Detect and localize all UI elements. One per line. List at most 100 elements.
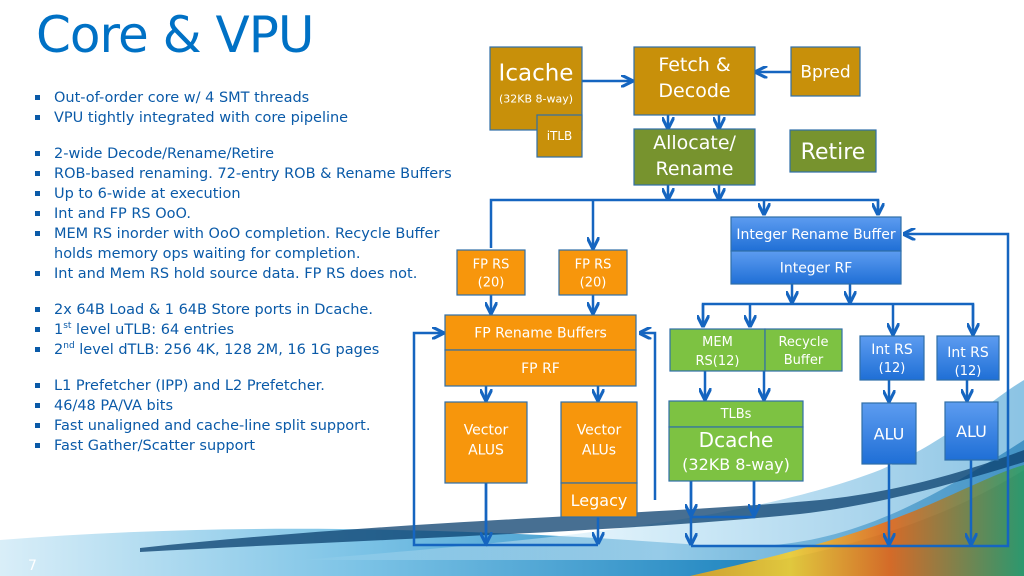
pipeline-blocks: Icache (32KB 8-way) iTLB Fetch &Decode Bpred… (444, 46, 1000, 518)
int-rs-2-block-label: (12) (955, 364, 982, 379)
dcache-block-label: Dcache (699, 428, 774, 452)
bpred-block-shape (790, 46, 861, 97)
fp-rf-block-shape (444, 349, 637, 387)
bullet-item: 2-wide Decode/Rename/Retire (34, 144, 454, 164)
fp-rs-2-block-shape (558, 249, 628, 296)
fp-rs-1-block-label: (20) (478, 276, 505, 291)
int-writeback-loop (691, 234, 1010, 548)
allocate-rename-block: Allocate/Rename (633, 128, 756, 186)
tlbs-block-shape (668, 400, 804, 428)
fp-rs-1-block-shape (456, 249, 526, 296)
int-rs-1-block-label: Int RS (871, 342, 913, 358)
allocate-rename-block-shape (633, 128, 756, 186)
allocate-rename-block-label: Rename (656, 158, 734, 180)
recycle-buffer-block-label: Recycle (778, 335, 828, 350)
mem-rs-block-shape (669, 328, 766, 372)
itlb-block-label: iTLB (547, 129, 573, 143)
integer-rf-block-shape (730, 250, 902, 285)
mem-rs-block: MEM RS(12) (669, 328, 766, 372)
bullet-item: 1st level uTLB: 64 entries (34, 320, 454, 340)
bullet-text: level dTLB: 256 4K, 128 2M, 16 1G pages (74, 342, 380, 358)
icache-block-label: (32KB 8-way) (499, 93, 573, 106)
bullet-text: 2 (54, 342, 64, 358)
icache-block-label: Icache (499, 61, 574, 87)
integer-rename-buffer-block-shape (730, 216, 902, 252)
legacy-block-label: Legacy (571, 491, 628, 510)
int-rs-1-block: Int RS(12) (859, 335, 925, 381)
bullet-superscript: st (63, 321, 72, 332)
int-rs-1-block-shape (859, 335, 925, 381)
bullet-item: VPU tightly integrated with core pipelin… (34, 108, 454, 128)
integer-rf-block: Integer RF (730, 250, 902, 285)
fp-rs-1-block: FP RS (20) (456, 249, 526, 296)
integer-rename-buffer-block: Integer Rename Buffer (730, 216, 902, 252)
int-rs-2-block: Int RS (12) (936, 335, 1000, 381)
fetch-decode-block-shape (633, 46, 756, 116)
alu-2-block-shape (944, 401, 999, 461)
tlbs-block-label: TLBs (720, 407, 752, 422)
alu-2-block: ALU (944, 401, 999, 461)
integer-rf-block-label: Integer RF (780, 261, 853, 277)
retire-block-label: Retire (801, 140, 866, 165)
bullet-item: Fast Gather/Scatter support (34, 436, 454, 456)
int-rs-2-block-shape (936, 335, 1000, 381)
connection-lines (412, 72, 1010, 548)
int-rs-2-block-label: Int RS (947, 345, 989, 361)
bullet-item: Fast unaligned and cache-line split supp… (34, 416, 454, 436)
bullet-item: Int and Mem RS hold source data. FP RS d… (34, 264, 454, 284)
alu-1-block: ALU (861, 402, 917, 465)
itlb-block: iTLB (536, 114, 583, 158)
dcache-block-shape (668, 426, 804, 482)
bullet-text: 1 (54, 322, 64, 338)
mem-rs-block-label: MEM (702, 335, 733, 350)
recycle-buffer-block-label: Buffer (784, 353, 824, 368)
vector-alus-2-block-shape (560, 401, 638, 484)
alu-1-block-shape (861, 402, 917, 465)
itlb-block-shape (536, 114, 583, 158)
mem-rs-block-label: RS(12) (696, 354, 740, 369)
bullet-item: Up to 6-wide at execution (34, 184, 454, 204)
tlbs-block: TLBs (668, 400, 804, 428)
fetch-decode-block: Fetch &Decode (633, 46, 756, 116)
vector-alus-1-block-shape (444, 401, 528, 484)
vector-alus-1-block-label: ALUS (468, 443, 504, 459)
bullet-text: level uTLB: 64 entries (71, 322, 235, 338)
legacy-block: Legacy (560, 482, 638, 518)
slide-title: Core & VPU (36, 6, 314, 64)
retire-block: Retire (789, 129, 877, 173)
fetch-decode-block-label: Decode (658, 80, 730, 102)
fp-rs-2-block-label: FP RS (575, 258, 612, 273)
integer-rename-buffer-block-label: Integer Rename Buffer (736, 227, 895, 243)
vector-alus-2-block-label: ALUs (582, 443, 616, 459)
dcache-block: Dcache (32KB 8-way) (668, 426, 804, 482)
bpred-block: Bpred (790, 46, 861, 97)
legacy-block-shape (560, 482, 638, 518)
fp-rename-buffers-block-shape (444, 314, 637, 351)
fp-rename-buffers-block-label: FP Rename Buffers (474, 326, 607, 342)
fp-rename-buffers-block: FP Rename Buffers (444, 314, 637, 351)
alu-2-block-label: ALU (956, 422, 987, 441)
bpred-block-label: Bpred (800, 63, 850, 83)
recycle-buffer-block-shape (764, 328, 843, 372)
bullet-item: Int and FP RS OoO. (34, 204, 454, 224)
alu-1-block-label: ALU (874, 425, 905, 444)
int-issue-bus (701, 302, 975, 326)
bullet-item: ROB-based renaming. 72-entry ROB & Renam… (34, 164, 454, 184)
bullet-item: 46/48 PA/VA bits (34, 396, 454, 416)
bullet-item: 2x 64B Load & 1 64B Store ports in Dcach… (34, 300, 454, 320)
bullet-item: Out-of-order core w/ 4 SMT threads (34, 88, 454, 108)
allocate-rename-block-label: Allocate/ (653, 132, 736, 154)
fp-rf-block: FP RF (444, 349, 637, 387)
dcache-block-label: (32KB 8-way) (682, 455, 790, 474)
fp-rs-1-block-label: FP RS (473, 258, 510, 273)
page-number: 7 (28, 558, 37, 574)
bullet-superscript: nd (63, 341, 75, 352)
vector-alus-2-block-label: Vector (577, 423, 622, 439)
fp-rs-2-block-label: (20) (580, 276, 607, 291)
